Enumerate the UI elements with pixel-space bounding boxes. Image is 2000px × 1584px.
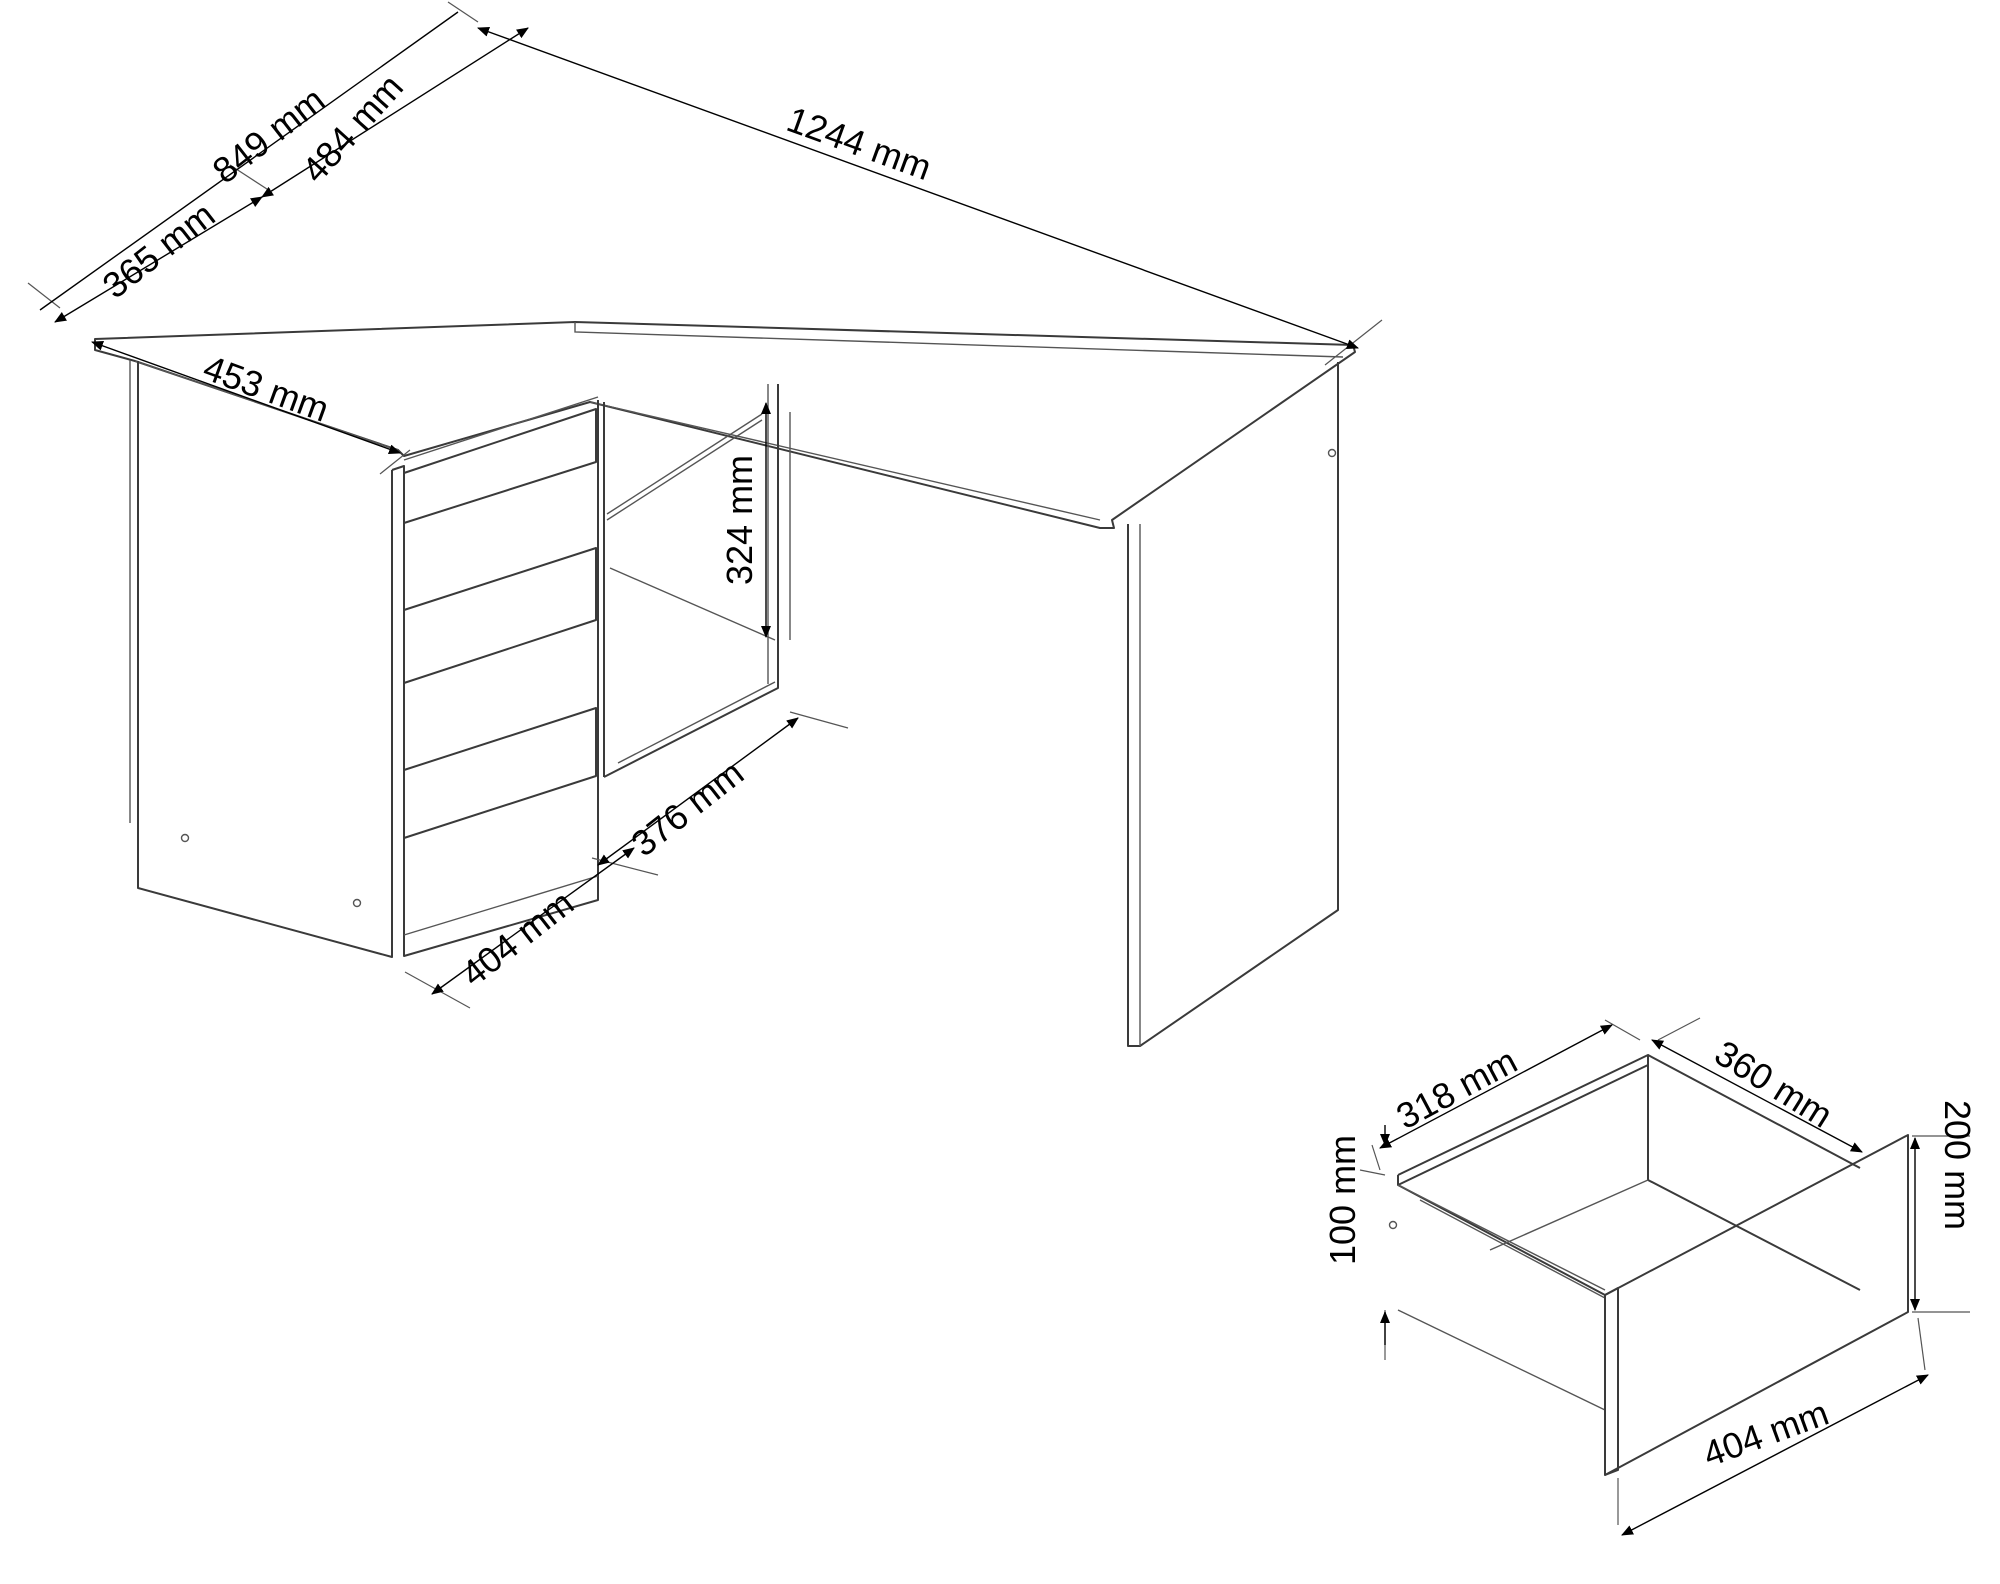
drawer-bottom — [1489, 1179, 1649, 1251]
dim-line-365 — [54, 196, 263, 323]
label-100: 100 mm — [1322, 1135, 1363, 1265]
shelf-bottom — [609, 567, 776, 641]
dim-line-318 — [1379, 1024, 1613, 1149]
desk-top-edge-inner — [589, 401, 1101, 521]
dim-line-404-drawer — [1621, 1374, 1929, 1536]
label-453: 453 mm — [198, 347, 334, 430]
shelf-board — [606, 413, 763, 515]
drawer-base — [1397, 1309, 1606, 1411]
drawer-front-edge — [1604, 1287, 1619, 1476]
cabinet-hole-1 — [180, 833, 190, 843]
open-shelf — [603, 384, 791, 778]
desk-top-back-edge — [574, 322, 1344, 358]
cabinet-top-strip — [403, 396, 599, 461]
desk — [94, 321, 1356, 1047]
dim-line-1244 — [477, 27, 1359, 349]
dim-line-849 — [39, 11, 459, 311]
label-324: 324 mm — [719, 455, 760, 585]
drawer — [1388, 1054, 1909, 1476]
cabinet-front — [391, 400, 599, 957]
right-leg — [1127, 362, 1339, 1047]
drawer-hole — [1388, 1220, 1398, 1230]
drawer-dimensions: 318 mm 360 mm 200 mm 100 mm 404 mm — [1322, 1017, 1978, 1536]
label-318: 318 mm — [1390, 1040, 1524, 1137]
drawer-front-3 — [403, 707, 597, 839]
dim-line-453 — [91, 341, 401, 454]
cabinet-side-panel — [137, 361, 393, 958]
drawer-left-inner — [1397, 1184, 1606, 1291]
label-200: 200 mm — [1937, 1100, 1978, 1230]
label-365: 365 mm — [95, 194, 223, 306]
label-404-drawer: 404 mm — [1698, 1392, 1834, 1475]
drawer-left-side — [1397, 1175, 1606, 1380]
shelf-board-edge — [606, 419, 763, 521]
dim-line-360 — [1651, 1039, 1863, 1153]
right-leg-panel — [1127, 362, 1339, 1047]
drawer-bottom-edge-left — [1419, 1199, 1606, 1299]
dim-line-404 — [431, 847, 635, 995]
cabinet-hole-2 — [352, 898, 362, 908]
shelf-bottom-front — [617, 681, 776, 764]
label-376: 376 mm — [623, 752, 751, 864]
desk-dimensions: 849 mm 484 mm 365 mm 1244 mm 453 mm 324 … — [27, 1, 1383, 1009]
right-leg-hole — [1327, 448, 1337, 458]
drawer-front-1 — [403, 408, 597, 524]
label-1244: 1244 mm — [782, 98, 937, 188]
label-404-desk: 404 mm — [453, 882, 581, 994]
label-360: 360 mm — [1708, 1032, 1840, 1136]
dim-line-376 — [597, 717, 799, 866]
left-cabinet — [129, 360, 599, 958]
drawer-front-2 — [403, 547, 597, 684]
